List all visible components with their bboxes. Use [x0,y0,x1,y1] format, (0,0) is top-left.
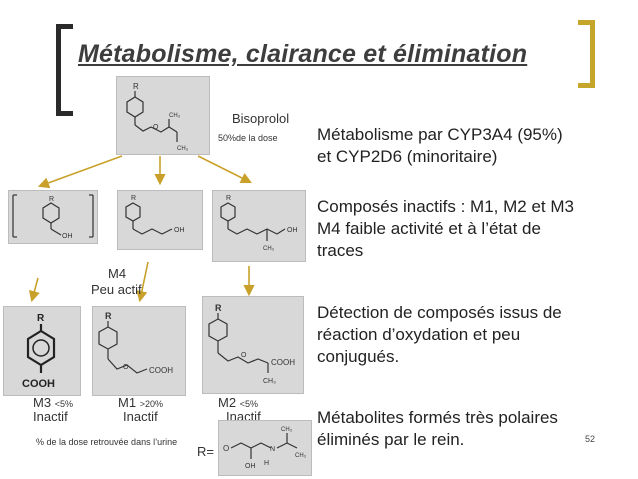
svg-text:R: R [49,196,54,203]
svg-text:R: R [215,303,222,313]
m1-label: M1 >20% [118,395,163,410]
bisoprolol-structure: R O CH₃ CH₃ [116,76,210,155]
right-bracket [578,20,595,88]
m1-precursor-structure: R OH [117,190,203,250]
m2-structure: R O COOH CH₃ [202,296,304,394]
text-block-elimination: Métabolites formés très polaires éliminé… [317,407,558,451]
svg-text:H: H [264,460,269,467]
arrow-to-m4 [37,155,123,189]
text-line: Composés inactifs : M1, M2 et M3 [317,197,574,216]
svg-text:CH₃: CH₃ [169,113,181,119]
m3-pct: <5% [54,399,73,409]
svg-text:CH₃: CH₃ [281,427,293,433]
text-line: Métabolisme par CYP3A4 (95%) [317,125,563,144]
text-line: éliminés par le rein. [317,430,465,449]
m2-name: M2 [218,395,237,410]
m2-precursor-structure: R OH CH₃ [212,190,306,262]
svg-text:COOH: COOH [271,358,295,367]
text-block-compounds: Composés inactifs : M1, M2 et M3 M4 faib… [317,196,574,262]
m1-name: M1 [118,395,137,410]
r-group-structure: O OH N H CH₃ CH₃ [218,420,312,476]
svg-text:COOH: COOH [22,378,55,390]
svg-text:CH₃: CH₃ [263,378,276,385]
svg-text:R: R [131,195,136,202]
m4-activity: Peu actif [91,282,142,297]
svg-text:OH: OH [174,227,185,234]
text-line: M4 faible activité et à l’état de [317,219,541,238]
m2-label: M2 <5% [218,395,258,410]
left-bracket [56,24,73,116]
slide-title: Métabolisme, clairance et élimination [78,40,528,68]
m1-pct: >20% [139,399,163,409]
svg-text:CH₃: CH₃ [295,453,307,459]
text-block-metabolism: Métabolisme par CYP3A4 (95%) et CYP2D6 (… [317,124,563,168]
m3-label: M3 <5% [33,395,73,410]
m4-structure: R OH [8,190,98,244]
text-line: traces [317,241,364,260]
bisoprolol-dose: 50%de la dose [218,133,278,143]
text-block-detection: Détection de composés issus de réaction … [317,302,562,368]
svg-text:R: R [105,311,112,321]
svg-text:O: O [153,124,159,131]
m2-pct: <5% [239,399,258,409]
text-line: conjugués. [317,347,400,366]
text-line: Détection de composés issus de [317,303,562,322]
svg-text:OH: OH [62,233,73,240]
text-line: Métabolites formés très polaires [317,408,558,427]
svg-text:R: R [226,195,231,202]
r-group-label: R= [197,444,214,459]
page-number: 52 [585,434,596,444]
m1-structure: R O COOH [92,306,186,396]
svg-text:R: R [133,82,139,91]
footnote: % de la dose retrouvée dans l’urine [36,437,178,447]
m3-activity: Inactif [33,409,68,424]
bisoprolol-label: Bisoprolol [232,111,290,126]
svg-text:N: N [270,446,275,453]
svg-text:O: O [123,364,129,371]
m4-label: M4 [108,266,127,281]
svg-text:CH₃: CH₃ [263,246,275,252]
svg-text:OH: OH [287,227,298,234]
m3-structure: R COOH [3,306,81,396]
m3-name: M3 [33,395,52,410]
svg-text:O: O [241,352,247,359]
text-line: et CYP2D6 (minoritaire) [317,147,498,166]
svg-text:R: R [37,313,45,324]
svg-text:O: O [223,444,229,453]
svg-text:COOH: COOH [149,366,173,375]
arrow-to-m2-precursor [197,155,253,184]
svg-text:CH₃: CH₃ [177,146,189,152]
text-line: réaction d’oxydation et peu [317,325,521,344]
arrow-to-m3 [28,277,40,303]
svg-text:OH: OH [245,463,256,470]
m1-activity: Inactif [123,409,158,424]
